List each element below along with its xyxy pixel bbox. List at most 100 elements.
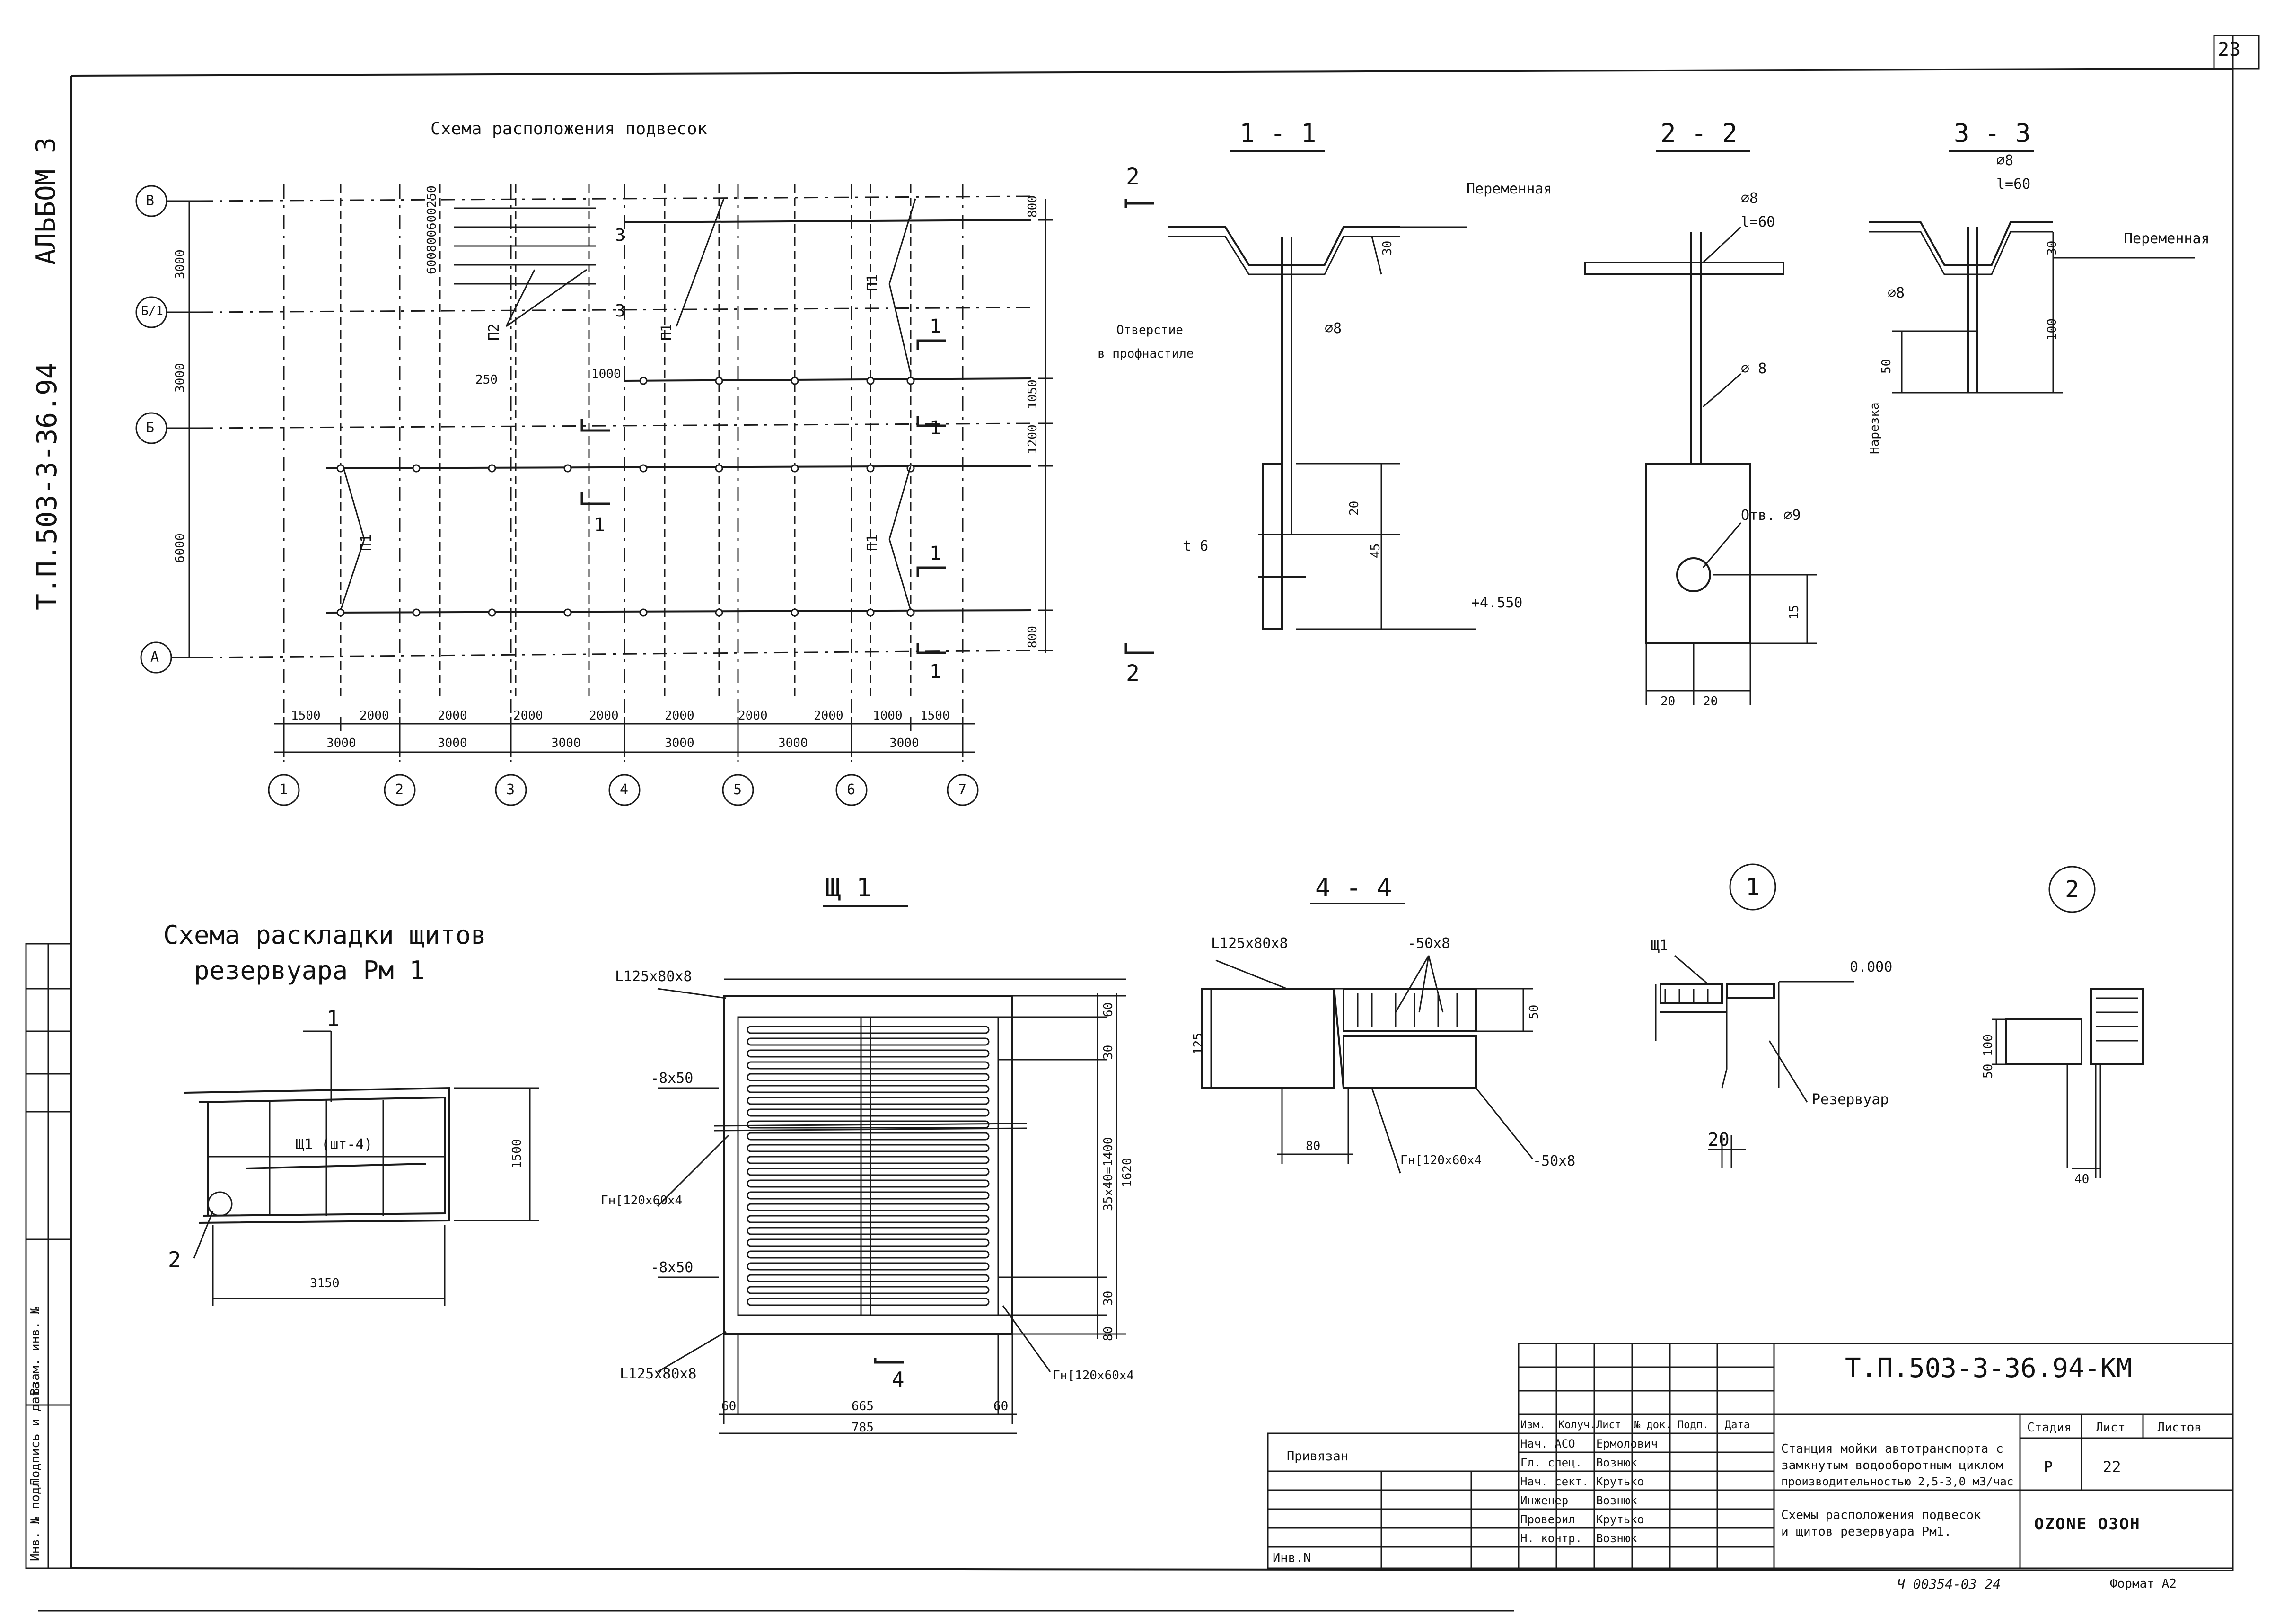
plan-bottom-axis-dim-2: 3000 (438, 736, 467, 750)
section-11-hole-2: в профнастиле (1098, 347, 1194, 361)
cut-mark-1b: 1 (930, 417, 941, 439)
section-22-title: 2 - 2 (1660, 118, 1738, 148)
plan-bottom-dim-2: 2000 (360, 709, 389, 723)
sidebar-vzam: Взам. инв. № (28, 1307, 43, 1396)
panel-grating-bar (747, 1085, 990, 1093)
panel-channel-right: Гн[120x60x4 (1053, 1369, 1134, 1383)
stamp-sheet-1: Схемы расположения подвесок (1781, 1508, 1981, 1522)
stamp-role-2: Гл. спец. (1520, 1456, 1582, 1469)
section-11-d20: 20 (1347, 500, 1361, 516)
section-33-len: l=60 (1996, 176, 2031, 193)
panel-grating-bar (747, 1049, 990, 1058)
plan-dim-1000: 1000 (591, 367, 621, 381)
hanger-plan (135, 184, 1053, 806)
panel-grating-bar (747, 1026, 990, 1034)
panel-d30a: 30 (1101, 1045, 1116, 1060)
section-33-dia2: ⌀8 (1888, 285, 1905, 301)
axis-col-7: 7 (958, 781, 967, 798)
stamp-sheet-2: и щитов резервуара Рм1. (1781, 1525, 1952, 1539)
stamp-binding: Привязан (1287, 1449, 1349, 1464)
cut-mark-1c: 1 (930, 543, 941, 564)
node-1-d20: 20 (1708, 1129, 1730, 1150)
mark-p1-c: П1 (358, 534, 375, 551)
panel-grating-bar (747, 1156, 990, 1164)
sidebar-inv-podl: Инв. № подл. (28, 1472, 43, 1561)
plan-bottom-axis-dim-6: 3000 (889, 736, 919, 750)
mark-p1-d: П1 (864, 534, 881, 551)
section-44-d80: 80 (1306, 1139, 1321, 1153)
axis-col-5: 5 (733, 781, 742, 798)
panel-d30b: 30 (1101, 1290, 1116, 1306)
panel-sh1 (657, 905, 1126, 1434)
section-11-hole-1: Отверстие (1116, 323, 1183, 337)
stamp-lists-header: Листов (2157, 1421, 2202, 1435)
section-11-d45: 45 (1369, 543, 1383, 558)
section-44-d125: 125 (1191, 1033, 1205, 1055)
panel-d785: 785 (852, 1421, 874, 1435)
stamp-code: Т.П.503-3-36.94-КМ (1845, 1353, 2132, 1384)
stamp-role-5: Проверил (1520, 1513, 1575, 1526)
panel-grating-bar (747, 1203, 990, 1211)
panel-d60-left: 60 (721, 1399, 737, 1413)
stamp-name-4: Вознюк (1596, 1494, 1637, 1507)
section-11-d30: 30 (1380, 240, 1395, 255)
stamp-header-izm: Изм. (1520, 1419, 1546, 1431)
plan-bottom-dim-6: 2000 (665, 709, 694, 723)
stamp-object-2: замкнутым водооборотным циклом (1781, 1458, 2003, 1473)
node-1-label: Резервуар (1812, 1091, 1889, 1108)
axis-col-3: 3 (506, 781, 515, 798)
section-44-d50: 50 (1527, 1004, 1541, 1019)
section-4-4 (1201, 903, 1534, 1174)
company-logo: OZONE ОЗОН (2034, 1515, 2141, 1534)
plan-dim-right-4: 800 (1026, 626, 1040, 648)
stamp-object-1: Станция мойки автотранспорта с (1781, 1442, 2003, 1456)
panel-grating-bar (747, 1168, 990, 1176)
layout-title-1: Схема раскладки щитов (163, 920, 486, 950)
plan-dim-right-2: 1050 (1026, 379, 1040, 409)
axis-col-1: 1 (279, 781, 288, 798)
panel-d665: 665 (852, 1399, 874, 1413)
cut-mark-1a: 1 (930, 316, 941, 337)
panel-grating-bar (747, 1298, 990, 1306)
plan-bottom-dim-4: 2000 (513, 709, 543, 723)
stamp-stage: Р (2044, 1458, 2053, 1476)
panel-d-mid: 35x40=1400 (1101, 1137, 1116, 1211)
stamp-role-6: Н. контр. (1520, 1532, 1582, 1545)
section-33-d30: 30 (2045, 240, 2059, 255)
panel-d1620: 1620 (1120, 1158, 1134, 1187)
section-3-3 (1869, 150, 2195, 394)
section-22-d15: 15 (1787, 605, 1801, 620)
node-2-d40: 40 (2074, 1172, 2090, 1186)
plan-bottom-axis-dim-1: 3000 (326, 736, 356, 750)
stamp-header-podp: Подп. (1678, 1419, 1709, 1431)
layout-dim-height: 1500 (510, 1139, 524, 1168)
section-11-dia: ⌀8 (1325, 320, 1342, 337)
bottom-note: Ч 00354-03 24 (1897, 1576, 2001, 1592)
section-33-title: 3 - 3 (1954, 118, 2031, 148)
section-2-2 (1584, 150, 1817, 705)
section-22-len: l=60 (1741, 214, 1775, 230)
stamp-name-2: Вознюк (1596, 1456, 1637, 1469)
section-44-strip-top: -50x8 (1407, 935, 1450, 952)
plan-bottom-axis-dim-3: 3000 (551, 736, 581, 750)
panel-grating-bar (747, 1179, 990, 1188)
stamp-name-3: Крутько (1596, 1475, 1644, 1488)
section-33-notch: Нарезка (1868, 402, 1882, 454)
cut-mark-3a: 3 (615, 226, 625, 245)
axis-col-4: 4 (620, 781, 629, 798)
title-block-lines (1267, 1343, 2234, 1569)
section-33-d50: 50 (1880, 359, 1894, 374)
axis-col-6: 6 (847, 781, 856, 798)
node-1 (1655, 863, 1854, 1168)
section-11-t6: t 6 (1183, 538, 1209, 554)
stamp-role-4: Инженер (1520, 1494, 1569, 1507)
page-number: 23 (2218, 39, 2241, 61)
axis-row-a: А (150, 649, 159, 666)
panel-angle-top: L125x80x8 (615, 968, 692, 985)
plan-bottom-dim-5: 2000 (589, 709, 619, 723)
panel-d60: 60 (1101, 1002, 1116, 1017)
panel-grating-bar (747, 1227, 990, 1235)
panel-channel-left: Гн[120x60x4 (601, 1194, 683, 1208)
panel-grating-bar (747, 1132, 990, 1141)
axis-row-b1: Б/1 (141, 304, 163, 318)
